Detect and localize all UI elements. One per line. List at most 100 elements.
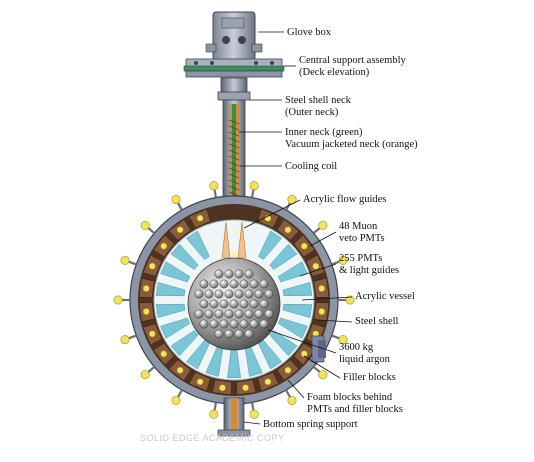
sphere-pmt-face xyxy=(214,269,224,279)
light-guide xyxy=(277,261,308,283)
sphere-pmt-face xyxy=(239,279,249,289)
label-acrylic-flow-guides: Acrylic flow guides xyxy=(303,194,387,205)
bottom-spring-support xyxy=(217,397,251,437)
pmt-bulb xyxy=(142,284,150,292)
sphere-pmt-face xyxy=(194,309,204,319)
sphere-pmt-face xyxy=(239,299,249,309)
pmt-bulb xyxy=(160,350,168,358)
sphere-pmt-face xyxy=(244,289,254,299)
leader-lines xyxy=(239,31,353,425)
sphere-pmt-face xyxy=(229,279,239,289)
pmt-bulb xyxy=(284,226,292,234)
muon-pmt-bulb xyxy=(338,255,348,265)
light-guide xyxy=(258,340,282,370)
pmt-bulb xyxy=(148,330,156,338)
sphere-pmt-face xyxy=(244,269,254,279)
muon-pmt-bulb xyxy=(120,335,130,345)
label-liquid-argon: 3600 kg liquid argon xyxy=(339,342,390,365)
label-glove-box: Glove box xyxy=(287,27,332,38)
sphere-pmt-face xyxy=(219,299,229,309)
pmt-bulb xyxy=(264,378,272,386)
sphere-pmt-face xyxy=(234,309,244,319)
sphere-pmt-face xyxy=(219,319,229,329)
muon-pmt-bulb xyxy=(171,195,181,205)
sphere-pmt-face xyxy=(244,309,254,319)
sphere-pmt-face xyxy=(219,279,229,289)
pmt-bulb xyxy=(176,366,184,374)
sphere-pmt-face xyxy=(209,319,219,329)
light-guide xyxy=(258,230,282,260)
acrylic-flow-guides xyxy=(221,221,247,259)
label-acrylic-vessel: Acrylic vessel xyxy=(355,291,415,302)
sphere-pmt-face xyxy=(234,269,244,279)
sphere-pmt-face xyxy=(249,299,259,309)
pmt-bulb xyxy=(218,384,226,392)
muon-pmt-bulb xyxy=(209,409,219,419)
pmt-bulb xyxy=(148,262,156,270)
muon-pmt-bulb xyxy=(338,335,348,345)
light-guide xyxy=(269,330,298,357)
light-guide xyxy=(282,303,313,318)
muon-pmt-bulb xyxy=(140,370,150,380)
sphere-pmt-face xyxy=(224,289,234,299)
muon-pmt-bulb xyxy=(249,409,259,419)
sphere-pmt-face xyxy=(214,329,224,339)
sphere-pmt-face xyxy=(264,289,274,299)
muon-veto-pmts xyxy=(113,181,355,419)
light-guide xyxy=(160,317,191,339)
highlight-marks xyxy=(231,230,238,257)
light-guide xyxy=(155,303,186,318)
pmt-bulb xyxy=(318,308,326,316)
muon-pmt-bulb xyxy=(345,295,355,305)
central-support-deck xyxy=(183,58,285,78)
sphere-pmt-face xyxy=(214,289,224,299)
muon-pmt-bulb xyxy=(249,181,259,191)
sphere-pmt-face xyxy=(204,309,214,319)
muon-pmt-bulb xyxy=(287,395,297,405)
light-guide xyxy=(277,317,308,339)
sphere-pmt-face xyxy=(254,309,264,319)
pmt-bulb xyxy=(300,242,308,250)
foam-and-filler-ring xyxy=(138,208,330,396)
sphere-pmt-face xyxy=(239,319,249,329)
sphere-pmt-face xyxy=(214,309,224,319)
sphere-pmt-face xyxy=(229,299,239,309)
light-guide xyxy=(186,230,210,260)
pmt-bulb xyxy=(196,378,204,386)
pmt-bulb xyxy=(318,284,326,292)
sphere-pmt-face xyxy=(244,329,254,339)
light-guide xyxy=(155,282,186,297)
sphere-pmt-face xyxy=(234,289,244,299)
pmt-bulb xyxy=(284,366,292,374)
sphere-pmt-face xyxy=(199,319,209,329)
sphere-pmt-face xyxy=(209,279,219,289)
sphere-pmt-face xyxy=(259,279,269,289)
label-steel-shell-neck: Steel shell neck (Outer neck) xyxy=(285,95,351,118)
watermark-text: SOLID EDGE ACADEMIC COPY xyxy=(140,433,285,443)
sphere-pmt-face xyxy=(209,299,219,309)
pmt-bulb xyxy=(300,350,308,358)
muon-pmt-bulb xyxy=(318,220,328,230)
sphere-pmt-face xyxy=(264,309,274,319)
muon-pmt-bulb xyxy=(120,255,130,265)
pmt-bulb xyxy=(196,214,204,222)
pmt-bulb xyxy=(312,262,320,270)
inner-and-vacuum-neck xyxy=(228,104,240,244)
label-filler-blocks: Filler blocks xyxy=(343,372,396,383)
light-guide xyxy=(282,282,313,297)
muon-pmt-bulb xyxy=(318,370,328,380)
sphere-pmt-face xyxy=(194,289,204,299)
sphere-pmt-face xyxy=(229,319,239,329)
pmt-bulb xyxy=(176,226,184,234)
liquid-argon-sphere xyxy=(187,257,281,351)
label-inner-neck: Inner neck (green) Vacuum jacketed neck … xyxy=(285,127,418,150)
sphere-pmt-face xyxy=(224,269,234,279)
glove-box xyxy=(205,11,263,61)
sphere-pmt-face xyxy=(234,329,244,339)
sphere-pmt-face xyxy=(224,329,234,339)
pmt-bulb xyxy=(160,242,168,250)
label-central-support: Central support assembly (Deck elevation… xyxy=(299,55,406,78)
sphere-pmt-face xyxy=(249,319,259,329)
